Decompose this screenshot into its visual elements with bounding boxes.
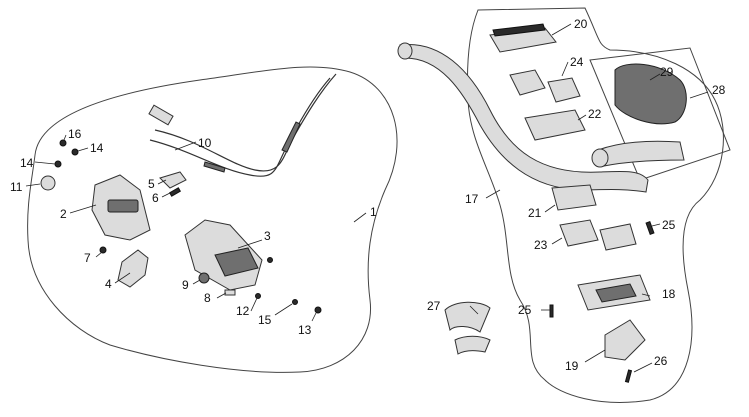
- left-assembly-outline: [27, 66, 398, 373]
- part-7-screw: [99, 246, 107, 254]
- callout-16: 16: [68, 127, 82, 141]
- part-24-clamp-left: [509, 69, 546, 96]
- callout-27: 27: [427, 299, 441, 313]
- handlebar-right-tube: [597, 140, 685, 167]
- callout-7: 7: [84, 251, 91, 265]
- callout-17: 17: [465, 192, 479, 206]
- callout-10: 10: [198, 136, 212, 150]
- callout-15: 15: [258, 313, 272, 327]
- part-5-clip: [159, 171, 187, 189]
- part-4-lever: [117, 249, 149, 288]
- cable-spring-lower: [203, 161, 226, 173]
- callout-labels: 1 2 3 4 5 6 7 8 9 10 11 12 13 14 14 15 1…: [10, 17, 726, 373]
- part-12-screw: [255, 293, 261, 299]
- callout-2: 2: [60, 207, 67, 221]
- part-18-inner: [595, 283, 637, 303]
- callout-25a: 25: [662, 218, 676, 232]
- callout-14a: 14: [20, 156, 34, 170]
- callout-24: 24: [570, 55, 584, 69]
- part-6-screw: [168, 187, 182, 197]
- callout-19: 19: [565, 359, 579, 373]
- part-16-nut: [59, 139, 67, 147]
- part-19-clamp: [604, 319, 646, 361]
- part-21-block: [551, 184, 597, 211]
- throttle-grip-band: [214, 247, 259, 277]
- part-25-screw-lower: [549, 304, 554, 318]
- part-9-nut: [198, 272, 210, 284]
- part-14a-washer: [54, 160, 62, 168]
- part-3-screw: [267, 257, 273, 263]
- part-26-screw: [624, 369, 633, 383]
- grip-group-outline: [589, 47, 731, 181]
- part-13-screw: [314, 306, 322, 314]
- handlebar-right-end: [591, 148, 609, 168]
- part-23-clamp-left: [559, 219, 599, 247]
- part-8-bolt: [224, 289, 236, 296]
- callout-25b: 25: [518, 303, 532, 317]
- callout-13: 13: [298, 323, 312, 337]
- cable-connector: [148, 104, 174, 126]
- left-housing-buttons: [107, 199, 139, 213]
- callout-6: 6: [152, 191, 159, 205]
- right-assembly-outline: [467, 7, 724, 403]
- callout-29: 29: [660, 65, 674, 79]
- handlebar-tube: [399, 43, 649, 193]
- handlebar-left-end: [397, 42, 413, 60]
- callout-18: 18: [662, 287, 676, 301]
- part-22-clamp: [524, 109, 586, 141]
- callout-22: 22: [588, 107, 602, 121]
- part-14b-washer: [71, 148, 79, 156]
- leader-lines: [25, 23, 709, 373]
- part-27-shim-lower: [454, 335, 491, 355]
- part-23-clamp-right: [599, 223, 637, 251]
- callout-20: 20: [574, 17, 588, 31]
- callout-11: 11: [10, 180, 23, 194]
- callout-8: 8: [204, 291, 211, 305]
- callout-26: 26: [654, 354, 668, 368]
- callout-5: 5: [148, 177, 155, 191]
- callout-1: 1: [370, 205, 377, 219]
- callout-3: 3: [264, 229, 271, 243]
- brake-cable: [154, 73, 337, 172]
- callout-14b: 14: [90, 141, 104, 155]
- callout-28: 28: [712, 83, 726, 97]
- part-11-cap: [40, 175, 56, 191]
- part-15-screw: [292, 299, 298, 305]
- part-25-screw-upper: [645, 221, 655, 235]
- throttle-cable: [149, 77, 331, 177]
- part-20-top-face: [492, 23, 546, 37]
- callout-12: 12: [236, 304, 250, 318]
- cable-spring-upper: [281, 121, 301, 153]
- callout-21: 21: [528, 206, 542, 220]
- callout-23: 23: [534, 238, 548, 252]
- part-27-shim-upper: [444, 301, 491, 333]
- callout-9: 9: [182, 278, 189, 292]
- part-29-grip: [614, 63, 687, 125]
- callout-4: 4: [105, 277, 112, 291]
- part-24-clamp-right: [547, 77, 581, 103]
